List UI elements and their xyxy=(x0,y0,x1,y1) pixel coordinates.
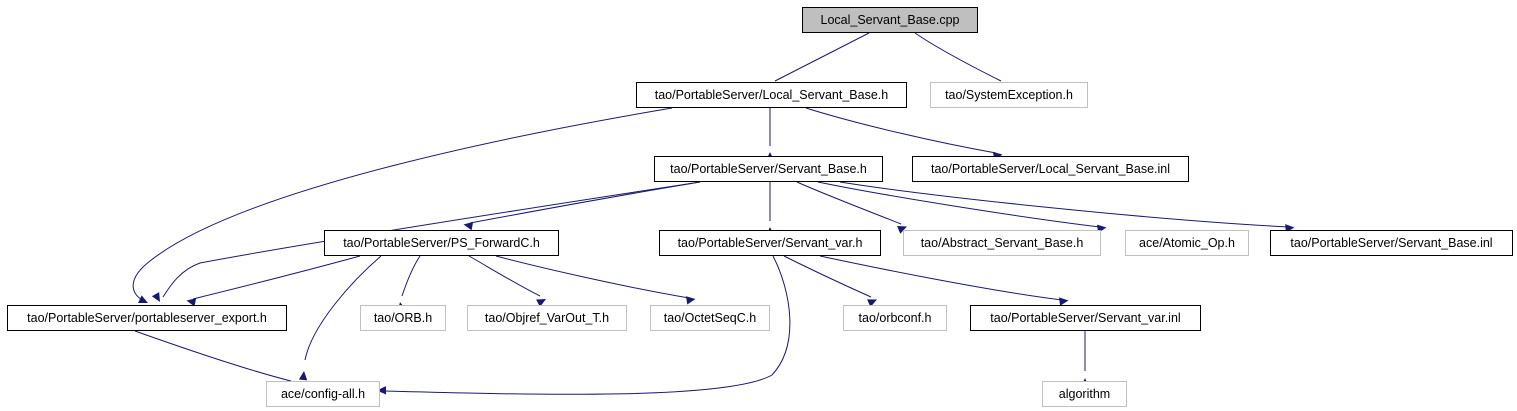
graph-node-label: Local_Servant_Base.cpp xyxy=(820,12,960,27)
graph-edge-arrowhead xyxy=(1059,297,1069,306)
graph-edge-arrowhead xyxy=(867,299,877,307)
graph-node-n15[interactable]: tao/PortableServer/Servant_var.inl xyxy=(970,305,1201,331)
graph-node-label: tao/PortableServer/portableserver_export… xyxy=(27,310,267,325)
graph-edge xyxy=(796,181,902,225)
graph-node-label: tao/Abstract_Servant_Base.h xyxy=(920,235,1084,250)
graph-edge-arrowhead xyxy=(298,371,308,381)
graph-edge xyxy=(819,255,1063,301)
graph-node-label: tao/Objref_VarOut_T.h xyxy=(484,310,610,325)
graph-edge xyxy=(495,255,690,299)
graph-edge-arrowhead xyxy=(897,225,907,234)
graph-edge xyxy=(134,330,292,382)
graph-node-n17[interactable]: algorithm xyxy=(1042,381,1127,407)
graph-node-n6[interactable]: tao/PortableServer/Servant_var.h xyxy=(659,230,881,256)
graph-node-n7[interactable]: tao/Abstract_Servant_Base.h xyxy=(903,230,1101,256)
graph-edge xyxy=(468,255,541,297)
graph-node-label: tao/PortableServer/Servant_var.inl xyxy=(990,310,1181,325)
graph-edge xyxy=(132,107,673,301)
graph-edge xyxy=(914,32,1002,82)
graph-node-label: ace/config-all.h xyxy=(280,386,366,401)
graph-edge-arrowhead xyxy=(536,299,546,307)
graph-edge-arrowhead xyxy=(186,298,197,307)
graph-node-label: tao/ORB.h xyxy=(373,310,433,325)
graph-node-label: tao/PortableServer/Servant_var.h xyxy=(677,235,863,250)
graph-edge xyxy=(817,181,1101,228)
graph-node-n5[interactable]: tao/PortableServer/PS_ForwardC.h xyxy=(324,230,559,256)
graph-node-label: ace/Atomic_Op.h xyxy=(1139,235,1235,250)
graph-node-n9[interactable]: tao/PortableServer/Servant_Base.inl xyxy=(1270,230,1513,256)
graph-edge-arrowhead xyxy=(685,296,696,305)
graph-edge xyxy=(383,255,791,395)
graph-node-n2[interactable]: tao/SystemException.h xyxy=(930,82,1088,108)
graph-node-label: algorithm xyxy=(1058,386,1111,401)
graph-node-n3[interactable]: tao/PortableServer/Servant_Base.h xyxy=(654,156,883,182)
graph-edge xyxy=(192,255,361,300)
graph-node-label: tao/PortableServer/Local_Servant_Base.in… xyxy=(930,161,1171,176)
graph-node-label: tao/OctetSeqC.h xyxy=(663,310,757,325)
graph-node-n4[interactable]: tao/PortableServer/Local_Servant_Base.in… xyxy=(912,156,1189,182)
graph-node-n12[interactable]: tao/Objref_VarOut_T.h xyxy=(467,305,627,331)
graph-node-label: tao/PortableServer/PS_ForwardC.h xyxy=(343,235,540,250)
graph-edge xyxy=(774,32,870,82)
graph-node-n8[interactable]: ace/Atomic_Op.h xyxy=(1125,230,1249,256)
graph-edge xyxy=(469,181,701,224)
graph-edge-arrowhead xyxy=(151,292,160,302)
graph-node-n16[interactable]: ace/config-all.h xyxy=(266,381,380,407)
graph-edge xyxy=(783,255,872,298)
graph-node-n1[interactable]: tao/PortableServer/Local_Servant_Base.h xyxy=(636,82,907,108)
graph-edge-arrowhead xyxy=(377,386,387,395)
graph-edge-arrowhead xyxy=(138,295,148,304)
graph-node-label: tao/PortableServer/Servant_Base.h xyxy=(670,161,867,176)
graph-edge-arrowhead xyxy=(463,221,474,231)
graph-node-n11[interactable]: tao/ORB.h xyxy=(360,305,446,331)
graph-edge xyxy=(401,255,421,297)
graph-node-n0[interactable]: Local_Servant_Base.cpp xyxy=(802,7,978,33)
graph-edge xyxy=(805,107,997,154)
graph-edge xyxy=(839,181,1289,228)
graph-node-n13[interactable]: tao/OctetSeqC.h xyxy=(650,305,770,331)
graph-node-n10[interactable]: tao/PortableServer/portableserver_export… xyxy=(7,305,287,331)
graph-node-label: tao/PortableServer/Servant_Base.inl xyxy=(1290,235,1493,250)
graph-node-label: tao/SystemException.h xyxy=(945,87,1073,102)
graph-node-label: tao/PortableServer/Local_Servant_Base.h xyxy=(654,87,889,102)
graph-node-n14[interactable]: tao/orbconf.h xyxy=(843,305,947,331)
graph-edge xyxy=(304,255,382,361)
graph-node-label: tao/orbconf.h xyxy=(858,310,932,325)
